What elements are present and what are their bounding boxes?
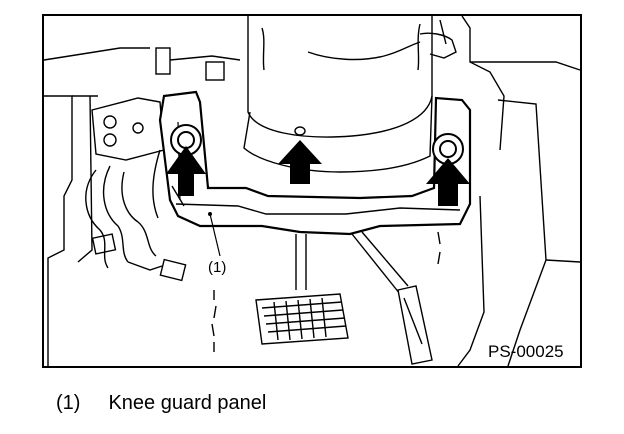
callout-label: (1) — [208, 259, 226, 276]
figure-code: PS-00025 — [488, 342, 564, 361]
legend-text: Knee guard panel — [108, 392, 267, 414]
arrow-right-bolt — [426, 158, 470, 206]
background-structure — [43, 15, 581, 367]
bolt-right — [432, 133, 464, 165]
arrow-left-bolt — [166, 146, 206, 196]
arrow-center-clip — [278, 140, 322, 184]
legend-number: (1) — [56, 392, 81, 414]
legend-item: (1) Knee guard panel — [56, 392, 266, 415]
callout-leader — [209, 213, 221, 257]
bolt-left — [170, 124, 202, 156]
